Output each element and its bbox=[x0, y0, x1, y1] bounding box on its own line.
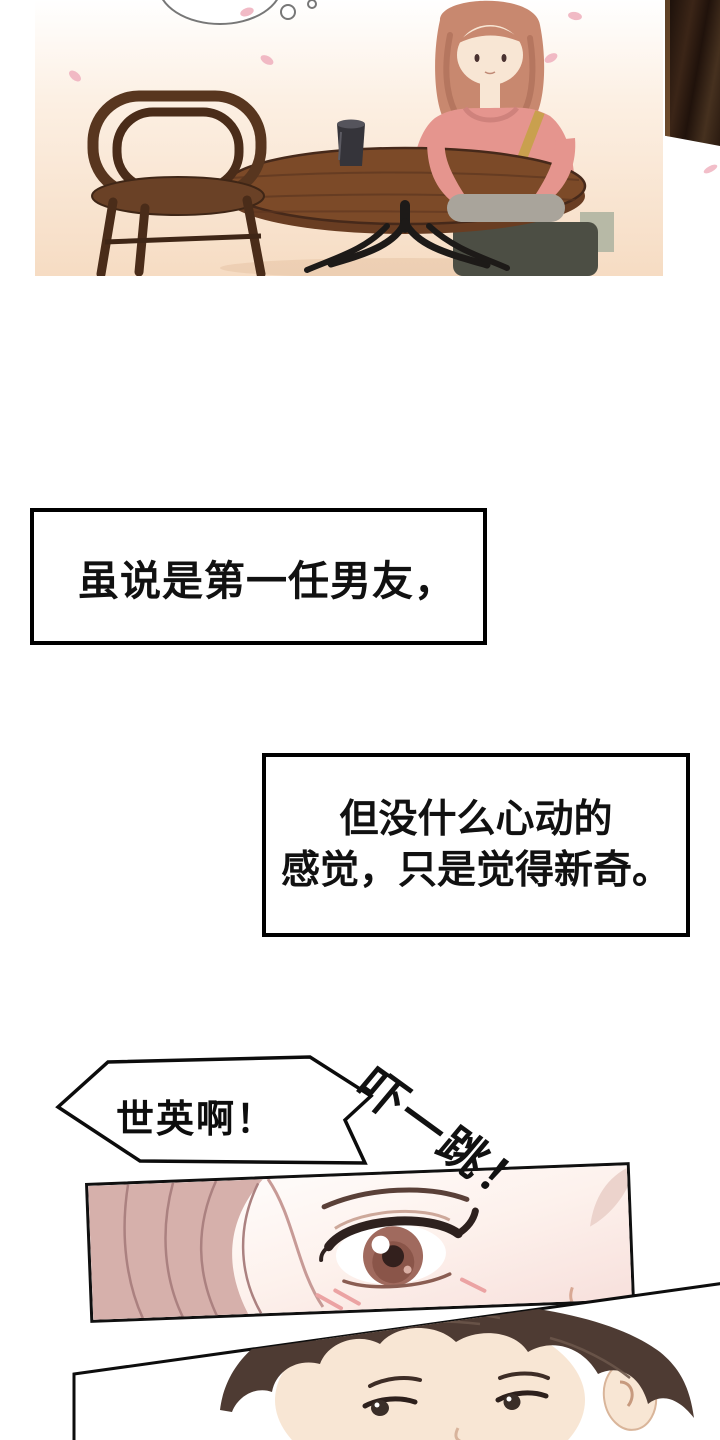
thought-bubble-icon bbox=[161, 0, 317, 25]
table-legs bbox=[304, 200, 510, 273]
coffee-cup bbox=[337, 119, 365, 166]
cafe-scene-panel bbox=[35, 0, 663, 276]
speech-bubble-text: 世英啊！ bbox=[116, 1099, 277, 1141]
petal-icon bbox=[702, 162, 719, 176]
closeup-eye bbox=[319, 1207, 479, 1289]
closeup-hair bbox=[88, 1164, 634, 1323]
cafe-chair bbox=[87, 90, 267, 276]
man-panel bbox=[72, 1282, 720, 1440]
speech-bubble bbox=[55, 1055, 374, 1165]
narration-text: 感觉，只是觉得新奇。 bbox=[280, 849, 671, 892]
speech-bubble-shape bbox=[55, 1055, 374, 1165]
narration-box-1: 虽说是第一任男友， bbox=[30, 508, 487, 645]
man-nose bbox=[454, 1427, 463, 1440]
petals bbox=[69, 7, 582, 82]
narration-box-2: 但没什么心动的 感觉，只是觉得新奇。 bbox=[262, 753, 690, 937]
door-edge-panel bbox=[665, 0, 720, 146]
eye-closeup-panel bbox=[85, 1162, 635, 1323]
eye-closeup-art bbox=[88, 1164, 635, 1323]
man-eyes bbox=[362, 1371, 550, 1416]
narration-text: 虽说是第一任男友， bbox=[78, 557, 456, 604]
closeup-eyebrow bbox=[321, 1187, 470, 1210]
blush-marks bbox=[315, 1277, 487, 1311]
character-face bbox=[457, 25, 523, 85]
character-arms bbox=[427, 138, 576, 222]
sweater-cuffs bbox=[447, 194, 565, 222]
man-face bbox=[275, 1312, 585, 1440]
narration-text: 但没什么心动的 bbox=[339, 797, 613, 841]
